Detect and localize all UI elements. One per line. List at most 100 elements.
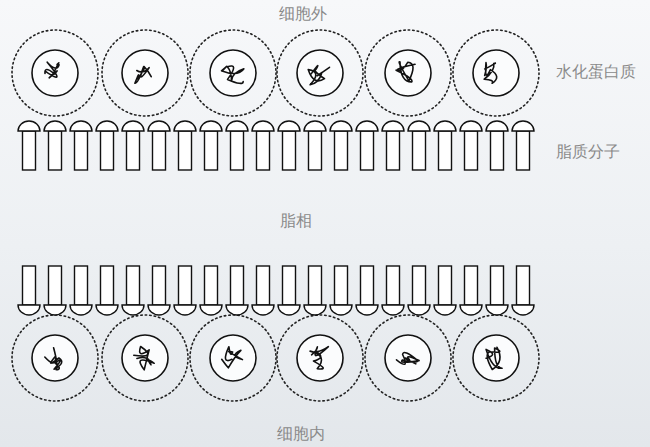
lipid-head bbox=[356, 305, 378, 315]
lipid-tail bbox=[439, 266, 452, 305]
lipid-tail bbox=[465, 131, 478, 170]
lipid-head bbox=[174, 121, 196, 131]
lipid-tail bbox=[517, 131, 530, 170]
hydration-shell bbox=[453, 30, 539, 116]
lipid-tail bbox=[309, 131, 322, 170]
lipid-head bbox=[96, 305, 118, 315]
protein-outline bbox=[385, 50, 431, 96]
lipid-head bbox=[70, 305, 92, 315]
lipid-head bbox=[278, 121, 300, 131]
lipid-tail bbox=[101, 266, 114, 305]
lipid-tail bbox=[101, 131, 114, 170]
lipid-tail bbox=[231, 131, 244, 170]
lipid-head bbox=[460, 121, 482, 131]
lipid-head bbox=[18, 121, 40, 131]
lipid-tail bbox=[283, 131, 296, 170]
lipid-tail bbox=[491, 266, 504, 305]
lipid-tail bbox=[413, 266, 426, 305]
lipid-tail bbox=[257, 266, 270, 305]
lipid-head bbox=[252, 305, 274, 315]
lipid-head bbox=[18, 305, 40, 315]
hydration-shell bbox=[453, 315, 539, 401]
lipid-tail bbox=[75, 131, 88, 170]
lipid-tail bbox=[23, 131, 36, 170]
lipid-tail bbox=[153, 266, 166, 305]
protein-chain bbox=[397, 353, 420, 365]
part-label: 水化蛋白质 bbox=[556, 62, 636, 82]
lipid-head bbox=[200, 121, 222, 131]
lipid-tail bbox=[49, 131, 62, 170]
lipid-tail bbox=[309, 266, 322, 305]
lipid-head bbox=[148, 305, 170, 315]
region-label: 细胞外 bbox=[279, 4, 327, 24]
lipid-tail bbox=[23, 266, 36, 305]
lipid-head bbox=[356, 121, 378, 131]
hydration-shell bbox=[277, 315, 363, 401]
lipid-tail bbox=[205, 131, 218, 170]
hydration-shell bbox=[190, 315, 276, 401]
lipid-head bbox=[174, 305, 196, 315]
lipid-head bbox=[44, 305, 66, 315]
protein-chain bbox=[396, 62, 415, 82]
protein-chain bbox=[222, 66, 244, 83]
hydration-shell bbox=[365, 30, 451, 116]
lipid-tail bbox=[127, 266, 140, 305]
lipid-head bbox=[486, 305, 508, 315]
lipid-head bbox=[252, 121, 274, 131]
lipid-tail bbox=[179, 131, 192, 170]
lipid-tail bbox=[465, 266, 478, 305]
region-label: 脂相 bbox=[280, 211, 312, 231]
lipid-head bbox=[148, 121, 170, 131]
lipid-head bbox=[512, 121, 534, 131]
lipid-tail bbox=[127, 131, 140, 170]
lipid-tail bbox=[49, 266, 62, 305]
protein-outline bbox=[32, 50, 78, 96]
lipid-tail bbox=[517, 266, 530, 305]
protein-outline bbox=[473, 335, 519, 381]
protein-outline bbox=[122, 50, 168, 96]
part-label: 脂质分子 bbox=[556, 142, 620, 162]
protein-chain bbox=[308, 66, 329, 85]
hydration-shell bbox=[190, 30, 276, 116]
lipid-head bbox=[330, 121, 352, 131]
lipid-tail bbox=[361, 131, 374, 170]
lipid-tail bbox=[491, 131, 504, 170]
protein-chain bbox=[484, 63, 497, 84]
hydration-shell bbox=[102, 315, 188, 401]
protein-chain bbox=[45, 62, 59, 78]
protein-outline bbox=[210, 335, 256, 381]
lipid-head bbox=[382, 121, 404, 131]
lipid-head bbox=[434, 305, 456, 315]
lipid-head bbox=[122, 121, 144, 131]
protein-outline bbox=[122, 335, 168, 381]
protein-chain bbox=[486, 347, 502, 369]
lipid-head bbox=[460, 305, 482, 315]
lipid-tail bbox=[257, 131, 270, 170]
hydration-shell bbox=[12, 30, 98, 116]
protein-chain bbox=[135, 67, 151, 84]
hydration-shell bbox=[102, 30, 188, 116]
lipid-head bbox=[486, 121, 508, 131]
lipid-tail bbox=[439, 131, 452, 170]
lipid-tail bbox=[153, 131, 166, 170]
lipid-tail bbox=[335, 131, 348, 170]
protein-outline bbox=[32, 335, 78, 381]
lipid-head bbox=[200, 305, 222, 315]
lipid-tail bbox=[361, 266, 374, 305]
lipid-head bbox=[382, 305, 404, 315]
lipid-head bbox=[408, 121, 430, 131]
lipid-tail bbox=[387, 266, 400, 305]
lipid-head bbox=[304, 305, 326, 315]
lipid-tail bbox=[335, 266, 348, 305]
lipid-tail bbox=[179, 266, 192, 305]
protein-chain bbox=[222, 347, 243, 368]
lipid-head bbox=[304, 121, 326, 131]
lipid-head bbox=[408, 305, 430, 315]
hydration-shell bbox=[365, 315, 451, 401]
lipid-head bbox=[434, 121, 456, 131]
region-label: 细胞内 bbox=[277, 424, 325, 444]
protein-outline bbox=[210, 50, 256, 96]
protein-outline bbox=[297, 50, 343, 96]
lipid-head bbox=[122, 305, 144, 315]
lipid-head bbox=[330, 305, 352, 315]
